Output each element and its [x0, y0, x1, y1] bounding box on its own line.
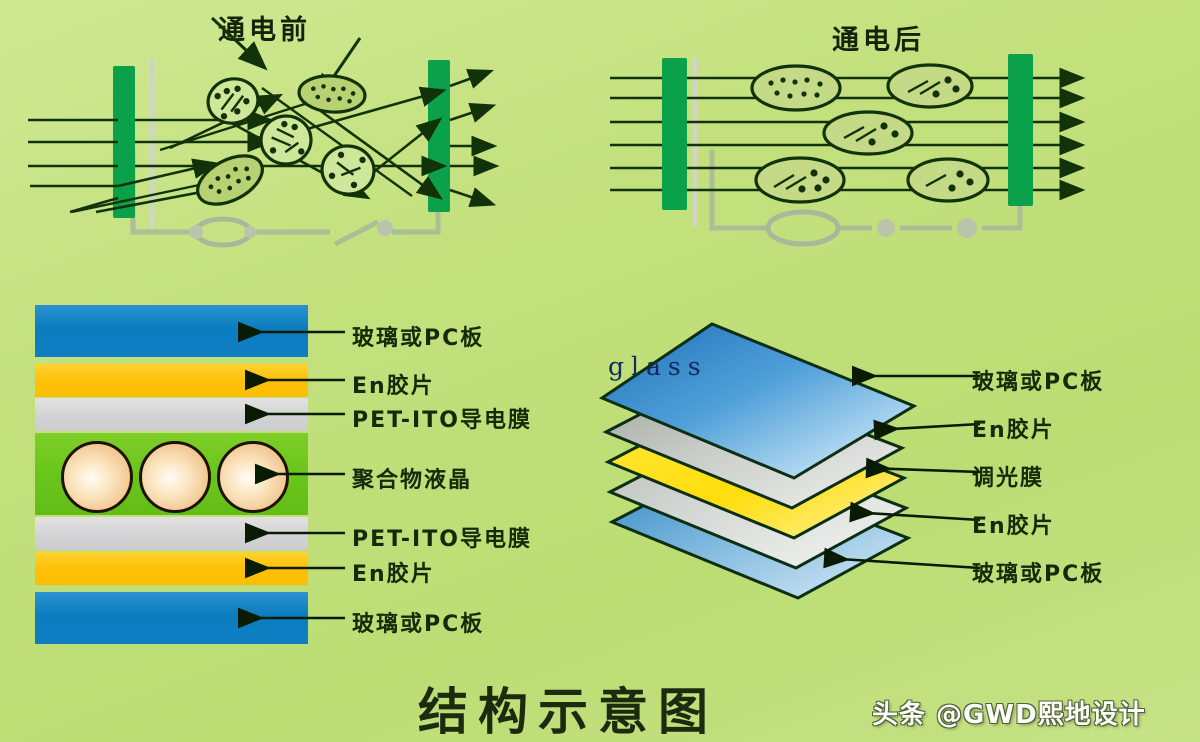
- annotation-pointers: [210, 16, 362, 105]
- incoming-rays: [28, 118, 119, 214]
- node-left: [189, 225, 203, 239]
- label-plate-glass-bottom: 玻璃或PC板: [972, 562, 1105, 587]
- label-plate-glass-top: 玻璃或PC板: [972, 370, 1105, 395]
- layer-liquid-crystal: [35, 433, 308, 515]
- plate-glass-top: [598, 322, 918, 480]
- exploded-3d-stack: glass 玻璃或PC板 En胶片 调光膜 En胶片 玻璃或PC板: [580, 290, 1200, 650]
- leader-plate-film: [866, 468, 981, 472]
- diagram-after-power: 通电后: [600, 0, 1200, 280]
- cross-section-stack: 玻璃或PC板 En胶片 PET-ITO导电膜 聚合物液晶 PET-ITO导电膜 …: [0, 290, 600, 690]
- cross-section-leaders: [0, 290, 345, 690]
- lamp-symbol: [193, 216, 253, 248]
- diagram-before-power: 通电前: [0, 0, 600, 280]
- lc-droplet: [139, 441, 211, 513]
- after-power-optics: [610, 54, 1086, 247]
- electrode-left: [113, 66, 135, 218]
- battery-node-a: [877, 219, 895, 237]
- label-glass-top: 玻璃或PC板: [352, 326, 485, 351]
- heading-before-power: 通电前: [218, 15, 311, 46]
- label-ito-top: PET-ITO导电膜: [352, 408, 532, 433]
- lc-droplet: [61, 441, 133, 513]
- scattered-rays: [95, 86, 448, 214]
- label-en-top: En胶片: [352, 374, 435, 399]
- figure-title: 结构示意图: [418, 682, 718, 741]
- outgoing-rays: [1033, 67, 1086, 201]
- electrode-right: [1008, 54, 1033, 206]
- leader-plate-en-top: [874, 424, 981, 430]
- lc-droplets-scattered: [196, 74, 376, 206]
- outgoing-rays: [449, 69, 500, 208]
- label-glass-bottom: 玻璃或PC板: [352, 612, 485, 637]
- heading-after-power: 通电后: [832, 25, 925, 56]
- label-plate-en-bottom: En胶片: [972, 514, 1055, 539]
- switch-pivot: [377, 220, 393, 236]
- electrode-left: [662, 58, 687, 210]
- electrode-right: [428, 60, 450, 212]
- lc-droplet: [217, 441, 289, 513]
- watermark: 头条 @GWD熙地设计: [872, 700, 1146, 730]
- label-en-bottom: En胶片: [352, 562, 435, 587]
- label-ito-bottom: PET-ITO导电膜: [352, 527, 532, 552]
- lamp-symbol-on: [765, 209, 841, 247]
- plates-3d: [598, 322, 981, 600]
- before-power-optics: [28, 16, 500, 248]
- incoming-rays: [610, 76, 662, 192]
- label-liquid-crystal: 聚合物液晶: [352, 468, 473, 493]
- node-right: [244, 226, 256, 238]
- battery-node-b: [957, 218, 977, 238]
- leader-plate-glass-bottom: [824, 558, 981, 570]
- label-plate-dimming-film: 调光膜: [972, 466, 1045, 491]
- glass-plate-text: glass: [608, 352, 708, 381]
- leader-plate-en-bottom: [850, 512, 981, 520]
- label-plate-en-top: En胶片: [972, 418, 1055, 443]
- lc-droplets-aligned: [750, 63, 990, 204]
